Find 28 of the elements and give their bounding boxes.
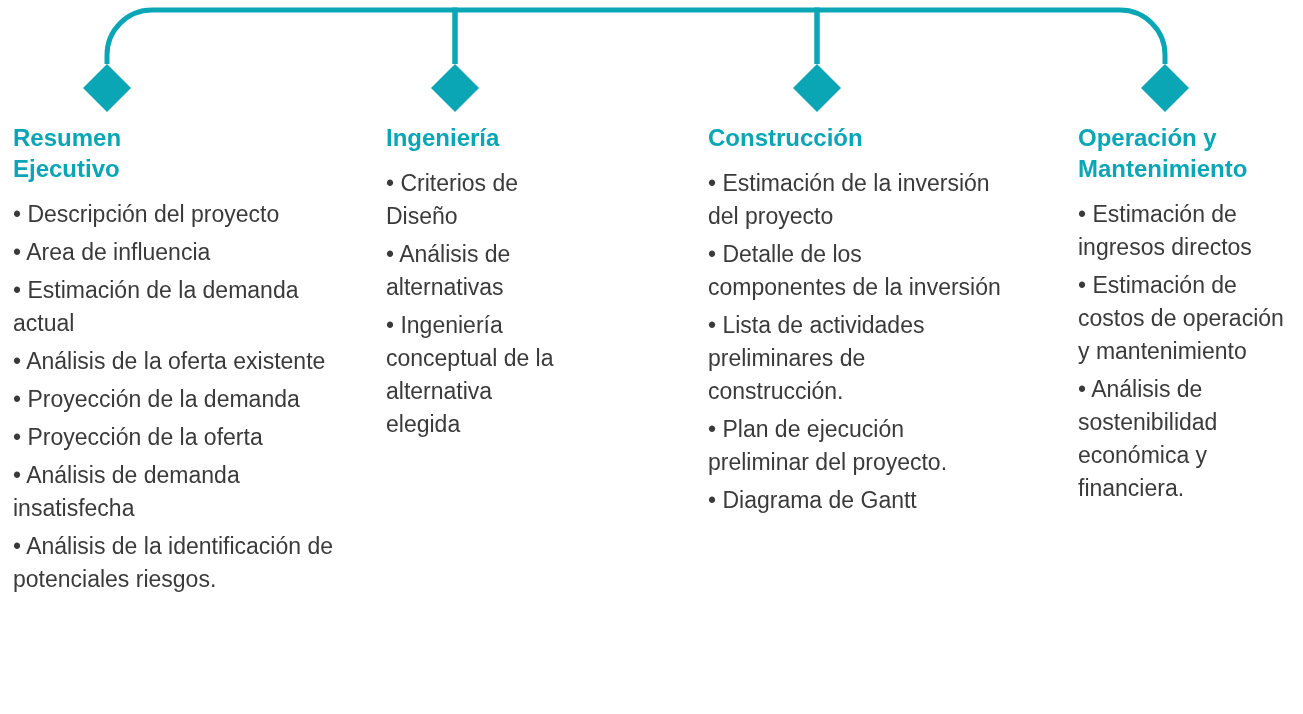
bullet-item: • Descripción del proyecto: [13, 200, 281, 229]
bullet-item: • Estimación de costos de operación y mantenimiento: [1078, 271, 1285, 366]
bullet-item: • Ingeniería conceptual de la alternativa elegida: [386, 311, 555, 439]
column-heading: Operación y Mantenimiento: [1078, 123, 1249, 184]
column-heading: Ingeniería: [386, 123, 501, 153]
bullet-item: • Estimación de la demanda actual: [13, 276, 300, 338]
bullet-item: • Criterios de Diseño: [386, 169, 520, 231]
bullet-item: • Análisis de sostenibilidad económica y financiera.: [1078, 375, 1219, 503]
connector-line: [814, 7, 1168, 64]
bullet-item: • Estimación de ingresos directos: [1078, 200, 1253, 262]
bullet-item: • Plan de ejecución preliminar del proyecto.: [708, 415, 949, 477]
bullet-item: • Proyección de la oferta: [13, 423, 264, 452]
bullet-item: • Análisis de alternativas: [386, 240, 512, 302]
diamond-marker: [431, 64, 479, 112]
bullet-item: • Análisis de la identificación de potenciales riesgos.: [13, 532, 335, 594]
column-heading: Construcción: [708, 123, 864, 153]
bullet-item: • Diagrama de Gantt: [708, 486, 918, 515]
diamond-marker: [83, 64, 131, 112]
diamond-marker: [793, 64, 841, 112]
bullet-item: • Detalle de los componentes de la inversión: [708, 240, 1002, 302]
bullet-item: • Estimación de la inversión del proyecto: [708, 169, 991, 231]
diamond-marker: [1141, 64, 1189, 112]
column-heading: Resumen Ejecutivo: [13, 123, 123, 184]
bullet-item: • Análisis de demanda insatisfecha: [13, 461, 241, 523]
bullet-item: • Análisis de la oferta existente: [13, 347, 327, 376]
bullet-item: • Lista de actividades preliminares de construcción.: [708, 311, 926, 406]
bullet-item: • Proyección de la demanda: [13, 385, 301, 414]
bullet-item: • Area de influencia: [13, 238, 212, 267]
